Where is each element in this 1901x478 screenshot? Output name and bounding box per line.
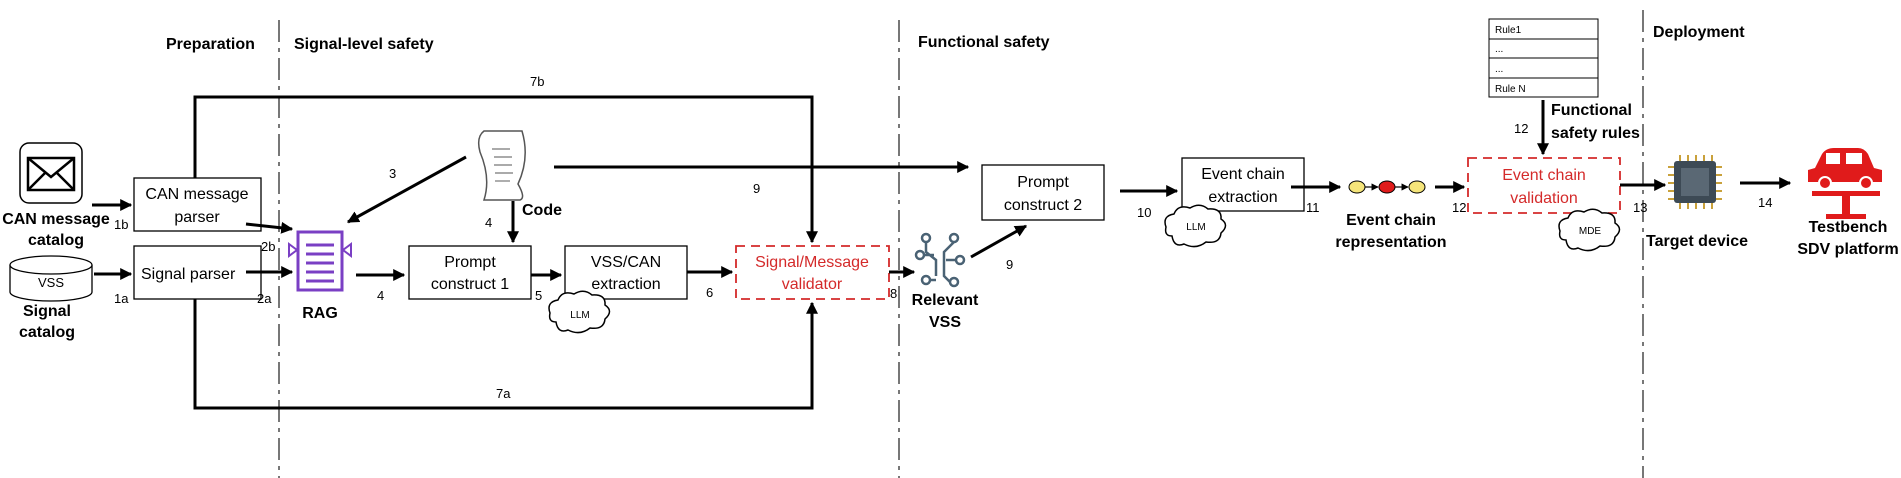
step-2a: 2a (257, 291, 272, 306)
step-12-repr: 12 (1452, 200, 1466, 215)
prompt-construct-1-label-2: construct 1 (431, 276, 509, 293)
prompt-construct-1-box (408, 245, 532, 300)
relevant-vss-icon (914, 232, 966, 288)
step-5: 5 (535, 288, 542, 303)
section-preparation: Preparation (166, 36, 255, 53)
step-7b: 7b (530, 74, 544, 89)
prompt-construct-2-label-1: Prompt (1017, 174, 1069, 191)
validator-label-1: Signal/Message (755, 254, 869, 271)
signal-message-validator-box (735, 245, 890, 300)
prompt-construct-1-label-1: Prompt (444, 254, 496, 271)
validator-label-2: validator (782, 276, 843, 293)
signal-catalog-label-2: catalog (19, 324, 75, 341)
event-validation-label-1: Event chain (1502, 167, 1586, 184)
llm-cloud-1 (548, 290, 611, 334)
arrow-7a (193, 299, 818, 410)
signal-catalog-label-1: Signal (23, 303, 71, 320)
section-functional-safety: Functional safety (918, 34, 1050, 51)
target-device-label: Target device (1646, 233, 1748, 250)
relevant-vss-label-1: Relevant (912, 292, 979, 309)
event-repr-label-2: representation (1335, 234, 1446, 251)
step-3: 3 (389, 166, 396, 181)
fs-rules-label-1: Functional (1551, 102, 1632, 119)
event-chain-extraction-box (1181, 157, 1305, 212)
code-label: Code (522, 202, 562, 219)
fs-rules-label-2: safety rules (1551, 125, 1640, 142)
step-1b: 1b (114, 217, 128, 232)
step-9-code: 9 (753, 181, 760, 196)
vss-database-label: VSS (38, 275, 64, 290)
event-extraction-label-2: extraction (1208, 189, 1277, 206)
can-catalog-label-2: catalog (28, 232, 84, 249)
signal-parser-box (133, 245, 262, 300)
prompt-construct-2-label-2: construct 2 (1004, 197, 1082, 214)
event-repr-label-1: Event chain (1346, 212, 1436, 229)
step-8: 8 (890, 286, 897, 301)
testbench-label-1: Testbench (1809, 219, 1888, 236)
step-7a: 7a (496, 386, 511, 401)
llm-cloud-1-label: LLM (570, 310, 589, 321)
step-13: 13 (1633, 200, 1647, 215)
event-chain-dots-icon (1348, 180, 1426, 194)
rules-row-2: ... (1495, 44, 1503, 55)
can-parser-label-2: parser (174, 209, 220, 226)
step-4-code: 4 (485, 215, 492, 230)
can-catalog-label-1: CAN message (2, 211, 110, 228)
llm-cloud-2-label: LLM (1186, 222, 1205, 233)
step-12-rules: 12 (1514, 121, 1528, 136)
event-validation-label-2: validation (1510, 190, 1578, 207)
signal-parser-label: Signal parser (141, 266, 236, 283)
step-14: 14 (1758, 195, 1772, 210)
database-icon (9, 255, 93, 302)
envelope-icon (19, 142, 83, 204)
step-11: 11 (1306, 200, 1320, 215)
step-6: 6 (706, 285, 713, 300)
can-parser-label-1: CAN message (145, 186, 248, 203)
rules-row-3: ... (1495, 64, 1503, 75)
step-10: 10 (1137, 205, 1151, 220)
rules-row-1: Rule1 (1495, 25, 1522, 36)
relevant-vss-label-2: VSS (929, 314, 961, 331)
step-4-rag: 4 (377, 288, 384, 303)
arrow-3 (346, 155, 467, 224)
rag-label: RAG (302, 305, 338, 322)
section-signal-level-safety: Signal-level safety (294, 36, 434, 53)
step-9-vss: 9 (1006, 257, 1013, 272)
section-deployment: Deployment (1653, 24, 1745, 41)
llm-cloud-2 (1164, 204, 1227, 248)
arrow-2b (245, 221, 294, 234)
rag-icon (288, 230, 352, 292)
code-scroll-icon (477, 130, 526, 201)
step-1a: 1a (114, 291, 129, 306)
rules-row-4: Rule N (1495, 84, 1526, 95)
arrow-7b (193, 95, 818, 244)
event-chain-validation-box (1467, 157, 1621, 214)
car-testbench-icon (1808, 148, 1882, 219)
mde-cloud (1558, 208, 1621, 252)
prompt-construct-2-box (981, 164, 1105, 221)
arrow-9-vss (970, 224, 1028, 259)
step-2b: 2b (261, 239, 275, 254)
vss-can-extraction-label-2: extraction (591, 276, 660, 293)
testbench-label-2: SDV platform (1797, 241, 1898, 258)
mde-cloud-label: MDE (1579, 226, 1602, 237)
rules-table (1488, 18, 1599, 98)
can-parser-box (133, 177, 262, 232)
vss-can-extraction-label-1: VSS/CAN (591, 254, 661, 271)
event-extraction-label-1: Event chain (1201, 166, 1285, 183)
chip-icon (1668, 155, 1722, 209)
